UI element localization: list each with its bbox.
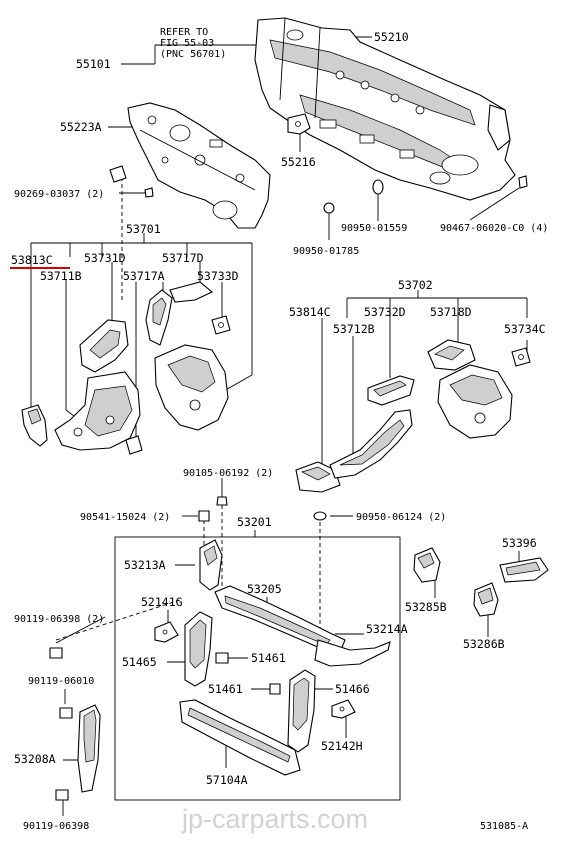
- brace-53718D: [427, 339, 476, 371]
- panel-51465: [184, 611, 213, 687]
- label-53711B: 53711B: [40, 269, 82, 283]
- dash-panel-55101: [254, 17, 516, 201]
- label-51461-lower: 51461: [208, 682, 243, 696]
- bracket-53813C: [21, 404, 48, 447]
- figure-code: 531085-A: [480, 821, 528, 832]
- refer-note-line3: (PNC 56701): [160, 49, 226, 60]
- label-55223A: 55223A: [60, 120, 102, 134]
- fasteners-top: [198, 496, 327, 522]
- label-53814C: 53814C: [289, 305, 331, 319]
- clip-90269: [109, 165, 154, 198]
- bracket-53286B: [473, 582, 499, 617]
- bracket-53734C: [511, 347, 531, 367]
- label-90950-01559: 90950-01559: [341, 223, 407, 234]
- label-90119-06010: 90119-06010: [28, 676, 94, 687]
- bracket-53213A: [199, 539, 223, 591]
- label-53396: 53396: [502, 536, 537, 550]
- bracket-53731D: [79, 319, 129, 373]
- callout-labels: REFER TO FIG 55-03 (PNC 56701) 55210 551…: [10, 27, 548, 832]
- grommets: [323, 175, 528, 214]
- apron-53712B: [329, 409, 413, 479]
- bracket-53814C: [295, 461, 341, 493]
- label-51465: 51465: [122, 655, 157, 669]
- bracket-53732D: [367, 375, 415, 406]
- bracket-53208A: [77, 704, 101, 793]
- silencer-55223A: [127, 102, 271, 229]
- label-53734C: 53734C: [504, 322, 546, 336]
- watermark: jp-carparts.com: [181, 804, 368, 834]
- label-53813C: 53813C: [11, 253, 53, 267]
- label-53702: 53702: [398, 278, 433, 292]
- label-53205: 53205: [247, 582, 282, 596]
- label-90467-06020: 90467-06020-C0 (4): [440, 223, 548, 234]
- label-53285B: 53285B: [405, 600, 447, 614]
- bracket-53285B: [413, 547, 441, 583]
- bracket-53396: [499, 557, 549, 583]
- label-52142H: 52142H: [321, 739, 363, 753]
- label-53213A: 53213A: [124, 558, 166, 572]
- wheelhouse-53702: [437, 364, 513, 439]
- label-55216: 55216: [281, 155, 316, 169]
- label-53733D: 53733D: [197, 269, 239, 283]
- label-51466: 51466: [335, 682, 370, 696]
- label-90950-01785: 90950-01785: [293, 246, 359, 257]
- label-53201: 53201: [237, 515, 272, 529]
- label-90119-06398-2: 90119-06398 (2): [14, 614, 104, 625]
- bracket-52141G: [154, 621, 179, 643]
- bolts-51461: [215, 652, 281, 695]
- bracket-53733D: [211, 315, 231, 335]
- label-90269-03037: 90269-03037 (2): [14, 189, 104, 200]
- refer-note-line2: FIG 55-03: [160, 38, 214, 49]
- label-90950-06124: 90950-06124 (2): [356, 512, 446, 523]
- bracket-55216: [287, 113, 311, 135]
- panel-51466: [287, 669, 316, 753]
- label-57104A: 57104A: [206, 773, 248, 787]
- label-53731D: 53731D: [84, 251, 126, 265]
- label-90105-06192: 90105-06192 (2): [183, 468, 273, 479]
- refer-note-line1: REFER TO: [160, 27, 208, 38]
- label-53717A: 53717A: [123, 269, 165, 283]
- label-52141G: 52141G: [141, 595, 183, 609]
- brace-53717A: [145, 281, 214, 346]
- apron-53711B: [54, 371, 143, 455]
- label-90119-06398: 90119-06398: [23, 821, 89, 832]
- label-51461-upper: 51461: [251, 651, 286, 665]
- label-53712B: 53712B: [333, 322, 375, 336]
- crossmember-57104A: [179, 699, 301, 776]
- wheelhouse-53701: [154, 344, 229, 431]
- label-53718D: 53718D: [430, 305, 472, 319]
- label-53701: 53701: [126, 222, 161, 236]
- support-53205: [214, 585, 391, 667]
- label-55101: 55101: [76, 57, 111, 71]
- label-53286B: 53286B: [463, 637, 505, 651]
- label-53214A: 53214A: [366, 622, 408, 636]
- label-55210: 55210: [374, 30, 409, 44]
- bracket-52142H: [331, 699, 356, 719]
- label-53208A: 53208A: [14, 752, 56, 766]
- label-90541-15024: 90541-15024 (2): [80, 512, 170, 523]
- label-53717D: 53717D: [162, 251, 204, 265]
- left-fasteners: [49, 647, 73, 801]
- label-53732D: 53732D: [364, 305, 406, 319]
